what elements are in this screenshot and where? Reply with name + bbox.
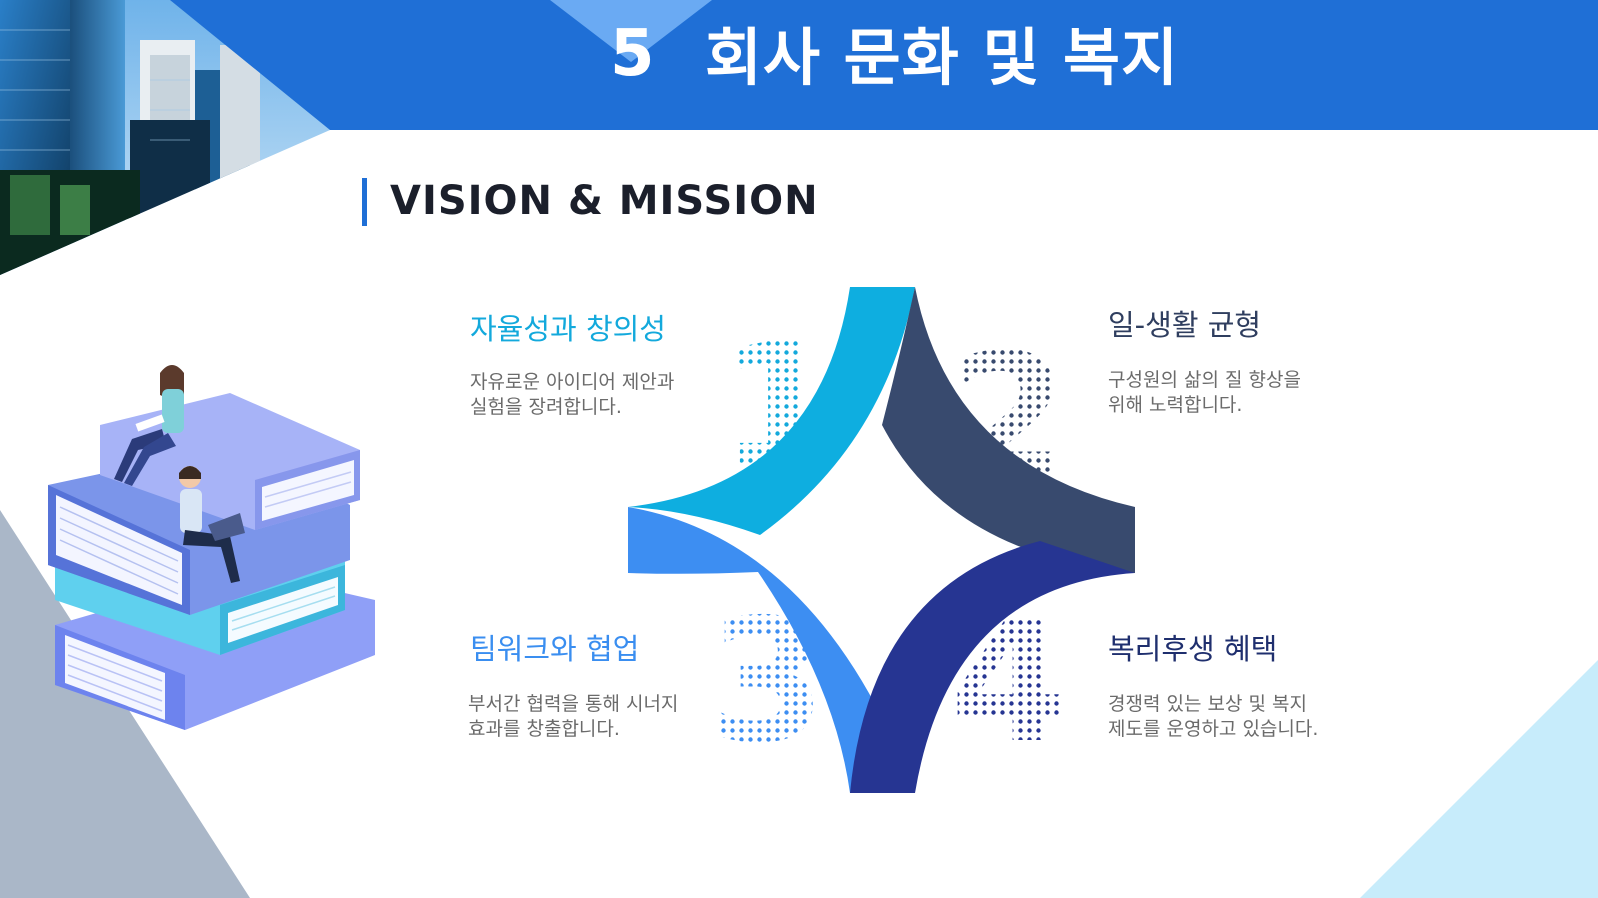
- item-1-description-line-2: 실험을 장려합니다.: [470, 396, 622, 418]
- office-building-photo: [0, 0, 330, 275]
- item-4-description-line-1: 경쟁력 있는 보상 및 복지: [1108, 693, 1307, 715]
- people-on-books-illustration: [48, 365, 375, 730]
- star-piece-4: [850, 541, 1135, 793]
- star-piece-3: [628, 507, 915, 793]
- item-3-title: 팀워크와 협업: [470, 632, 640, 666]
- header-section-number: 5: [610, 17, 655, 91]
- item-3-description-line-2: 효과를 창출합니다.: [468, 718, 620, 740]
- item-1-description-line-1: 자유로운 아이디어 제안과: [470, 371, 675, 393]
- item-2-description-line-2: 위해 노력합니다.: [1108, 394, 1243, 416]
- corner-decoration-right: [1360, 660, 1598, 898]
- section-title: VISION & MISSION: [390, 178, 819, 224]
- item-4-title: 복리후생 혜택: [1108, 632, 1278, 666]
- header-title: 회사 문화 및 복지: [705, 21, 1180, 94]
- star-piece-1: [628, 287, 915, 535]
- four-point-star-diagram: 1 2 3 4: [628, 287, 1135, 793]
- item-1-title: 자율성과 창의성: [470, 312, 666, 346]
- item-2-description-line-1: 구성원의 삶의 질 향상을: [1108, 369, 1301, 391]
- star-piece-2: [882, 287, 1135, 573]
- item-3-description-line-1: 부서간 협력을 통해 시너지: [468, 693, 679, 715]
- item-2-title: 일-생활 균형: [1108, 308, 1262, 342]
- section-title-bar: [362, 178, 367, 226]
- item-4-description-line-2: 제도를 운영하고 있습니다.: [1108, 718, 1319, 740]
- header-notch-decoration: [550, 0, 712, 62]
